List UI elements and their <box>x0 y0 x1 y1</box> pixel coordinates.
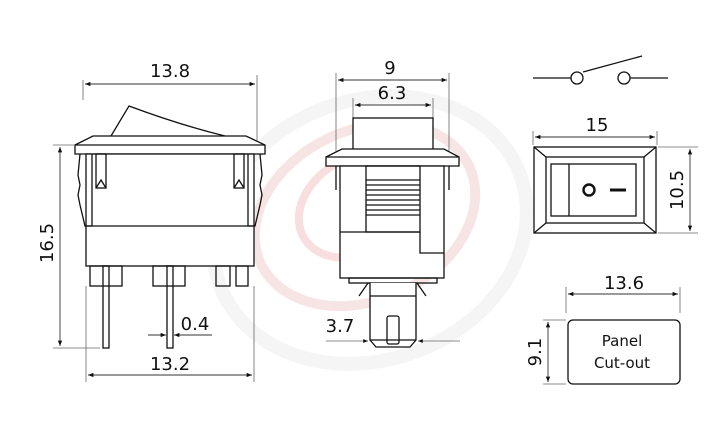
dim-top-width: 15 <box>586 115 609 136</box>
cutout-label-line2: Cut-out <box>594 354 650 372</box>
dim-overall-width: 13.8 <box>150 61 190 82</box>
dim-flange-width: 9 <box>384 58 395 79</box>
dim-pin-span: 13.2 <box>150 354 190 375</box>
front-view: 13.8 16.5 0.4 <box>37 61 266 382</box>
dim-height: 16.5 <box>37 223 58 263</box>
dim-actuator-width: 6.3 <box>378 83 407 104</box>
dim-pin-width: 0.4 <box>181 314 210 335</box>
cutout-label-line1: Panel <box>602 332 642 350</box>
dim-top-height: 10.5 <box>667 170 688 210</box>
dim-cutout-height: 9.1 <box>525 338 546 367</box>
side-view: 9 6.3 <box>325 58 460 348</box>
dim-cutout-width: 13.6 <box>604 273 644 294</box>
on-symbol-icon <box>582 183 596 197</box>
spst-switch-symbol-icon <box>533 55 668 85</box>
dim-terminal-width: 3.7 <box>326 316 355 337</box>
top-view: 15 10.5 <box>532 115 698 234</box>
panel-cutout: 13.6 Panel Cut-out 9.1 <box>525 273 681 385</box>
